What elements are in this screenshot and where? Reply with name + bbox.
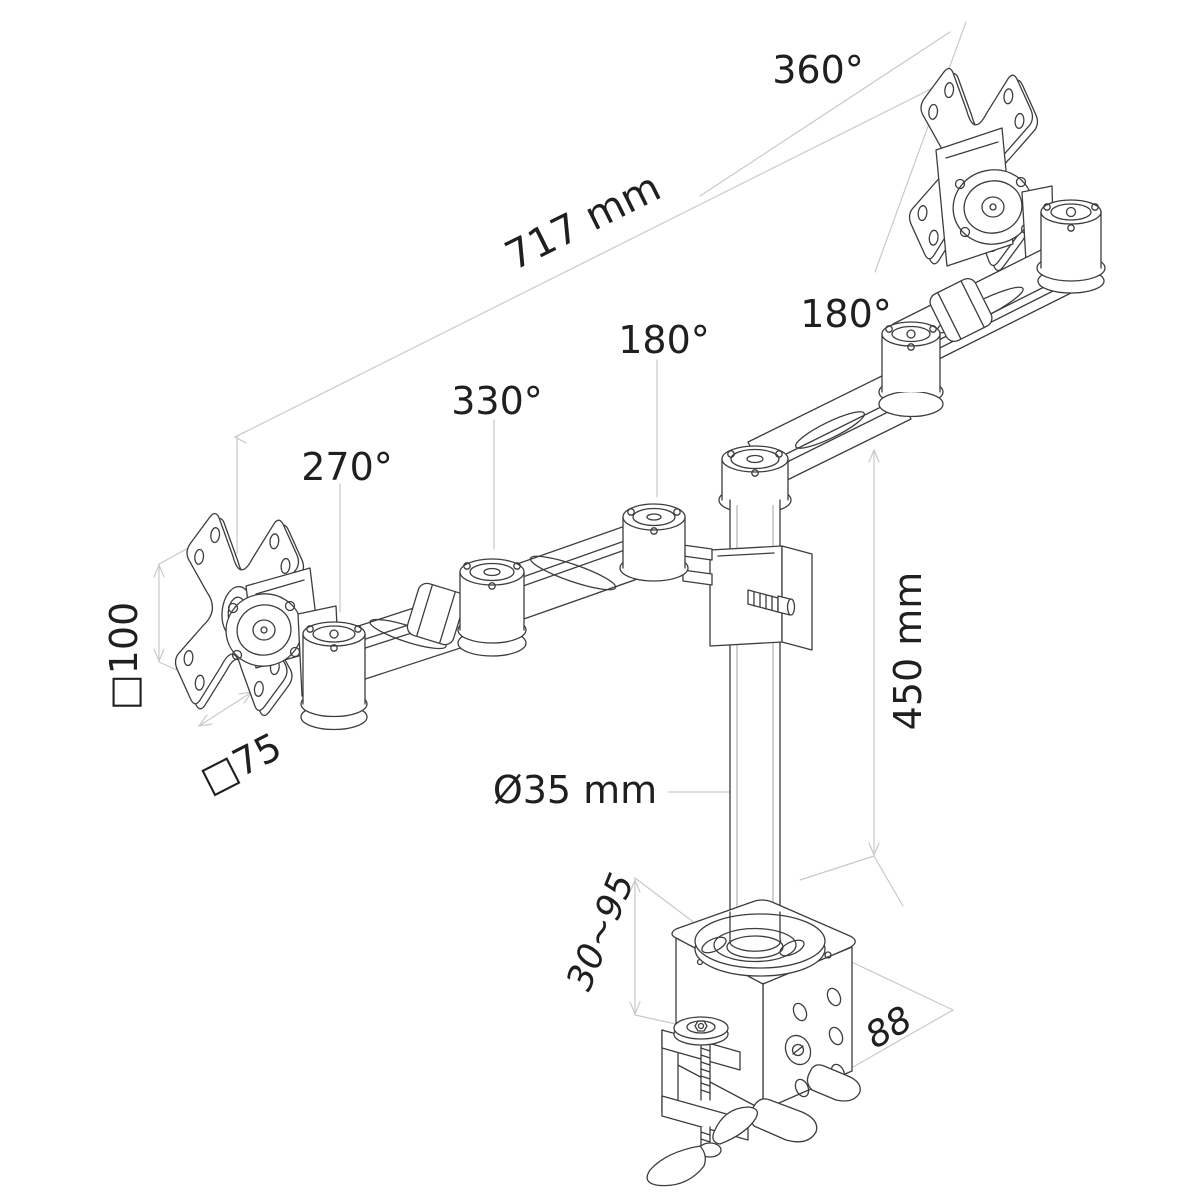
joint-arm-left	[619, 503, 689, 582]
label-clamp-depth: 88	[859, 999, 919, 1057]
cable-clip-left	[406, 582, 466, 646]
swivel-head-right	[935, 127, 1055, 267]
joint-middle-left	[457, 558, 527, 657]
clamp-foot-front	[749, 1098, 818, 1143]
collar-screw	[747, 589, 796, 616]
label-pole-height: 450 mm	[886, 572, 930, 731]
label-vesa-100: □100	[102, 602, 146, 710]
clamp-foot-rear	[806, 1064, 861, 1102]
joint-head-right	[1036, 199, 1106, 294]
mounting-ring	[694, 913, 826, 977]
label-pole-diameter: Ø35 mm	[493, 768, 657, 812]
joint-elbow-right	[878, 321, 944, 418]
desk-clamp	[646, 899, 861, 1187]
label-rotation-180-right: 180°	[800, 292, 892, 336]
clamp-screw	[646, 1016, 759, 1187]
label-clamp-range: 30~95	[559, 868, 643, 996]
pole-collar	[682, 544, 813, 651]
label-rotation-180-left: 180°	[618, 318, 710, 362]
dimension-lines	[153, 21, 967, 1068]
label-rotation-270: 270°	[301, 445, 393, 489]
cable-clip-right	[929, 277, 993, 343]
label-rotation-360: 360°	[772, 48, 864, 92]
joint-end-left	[300, 621, 368, 731]
label-rotation-330: 330°	[451, 379, 543, 423]
label-vesa-75: □75	[193, 724, 288, 801]
